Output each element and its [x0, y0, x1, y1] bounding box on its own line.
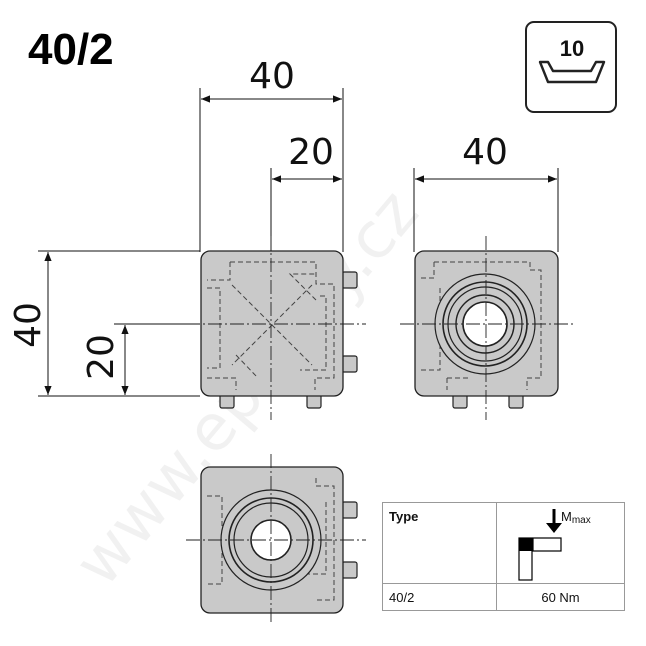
side-view: 40 [400, 132, 574, 420]
slot-size-label: 10 [560, 36, 584, 61]
dimension-left-half: 20 [81, 334, 122, 380]
spec-table-row: 40/2 60 Nm [382, 583, 625, 611]
dimension-right-overall: 40 [462, 132, 508, 173]
spec-table: Type Mmax 40/2 60 Nm [382, 502, 625, 611]
dimension-left-overall: 40 [8, 302, 49, 348]
type-value: 40/2 [382, 583, 497, 611]
front-view: 40 20 40 20 [8, 56, 366, 420]
top-view [186, 454, 366, 624]
spec-table-header-row: Type Mmax [382, 502, 625, 584]
type-header: Type [382, 502, 497, 584]
moment-diagram-icon [518, 509, 562, 581]
dimension-top-overall: 40 [249, 56, 295, 97]
moment-header: Mmax [496, 502, 625, 584]
page-title: 40/2 [28, 25, 114, 74]
moment-value: 60 Nm [496, 583, 625, 611]
moment-label: Mmax [561, 509, 591, 526]
slot-size-badge: 10 [525, 21, 617, 113]
t-slot-profile-icon [538, 60, 606, 84]
dimension-top-half: 20 [288, 132, 334, 173]
